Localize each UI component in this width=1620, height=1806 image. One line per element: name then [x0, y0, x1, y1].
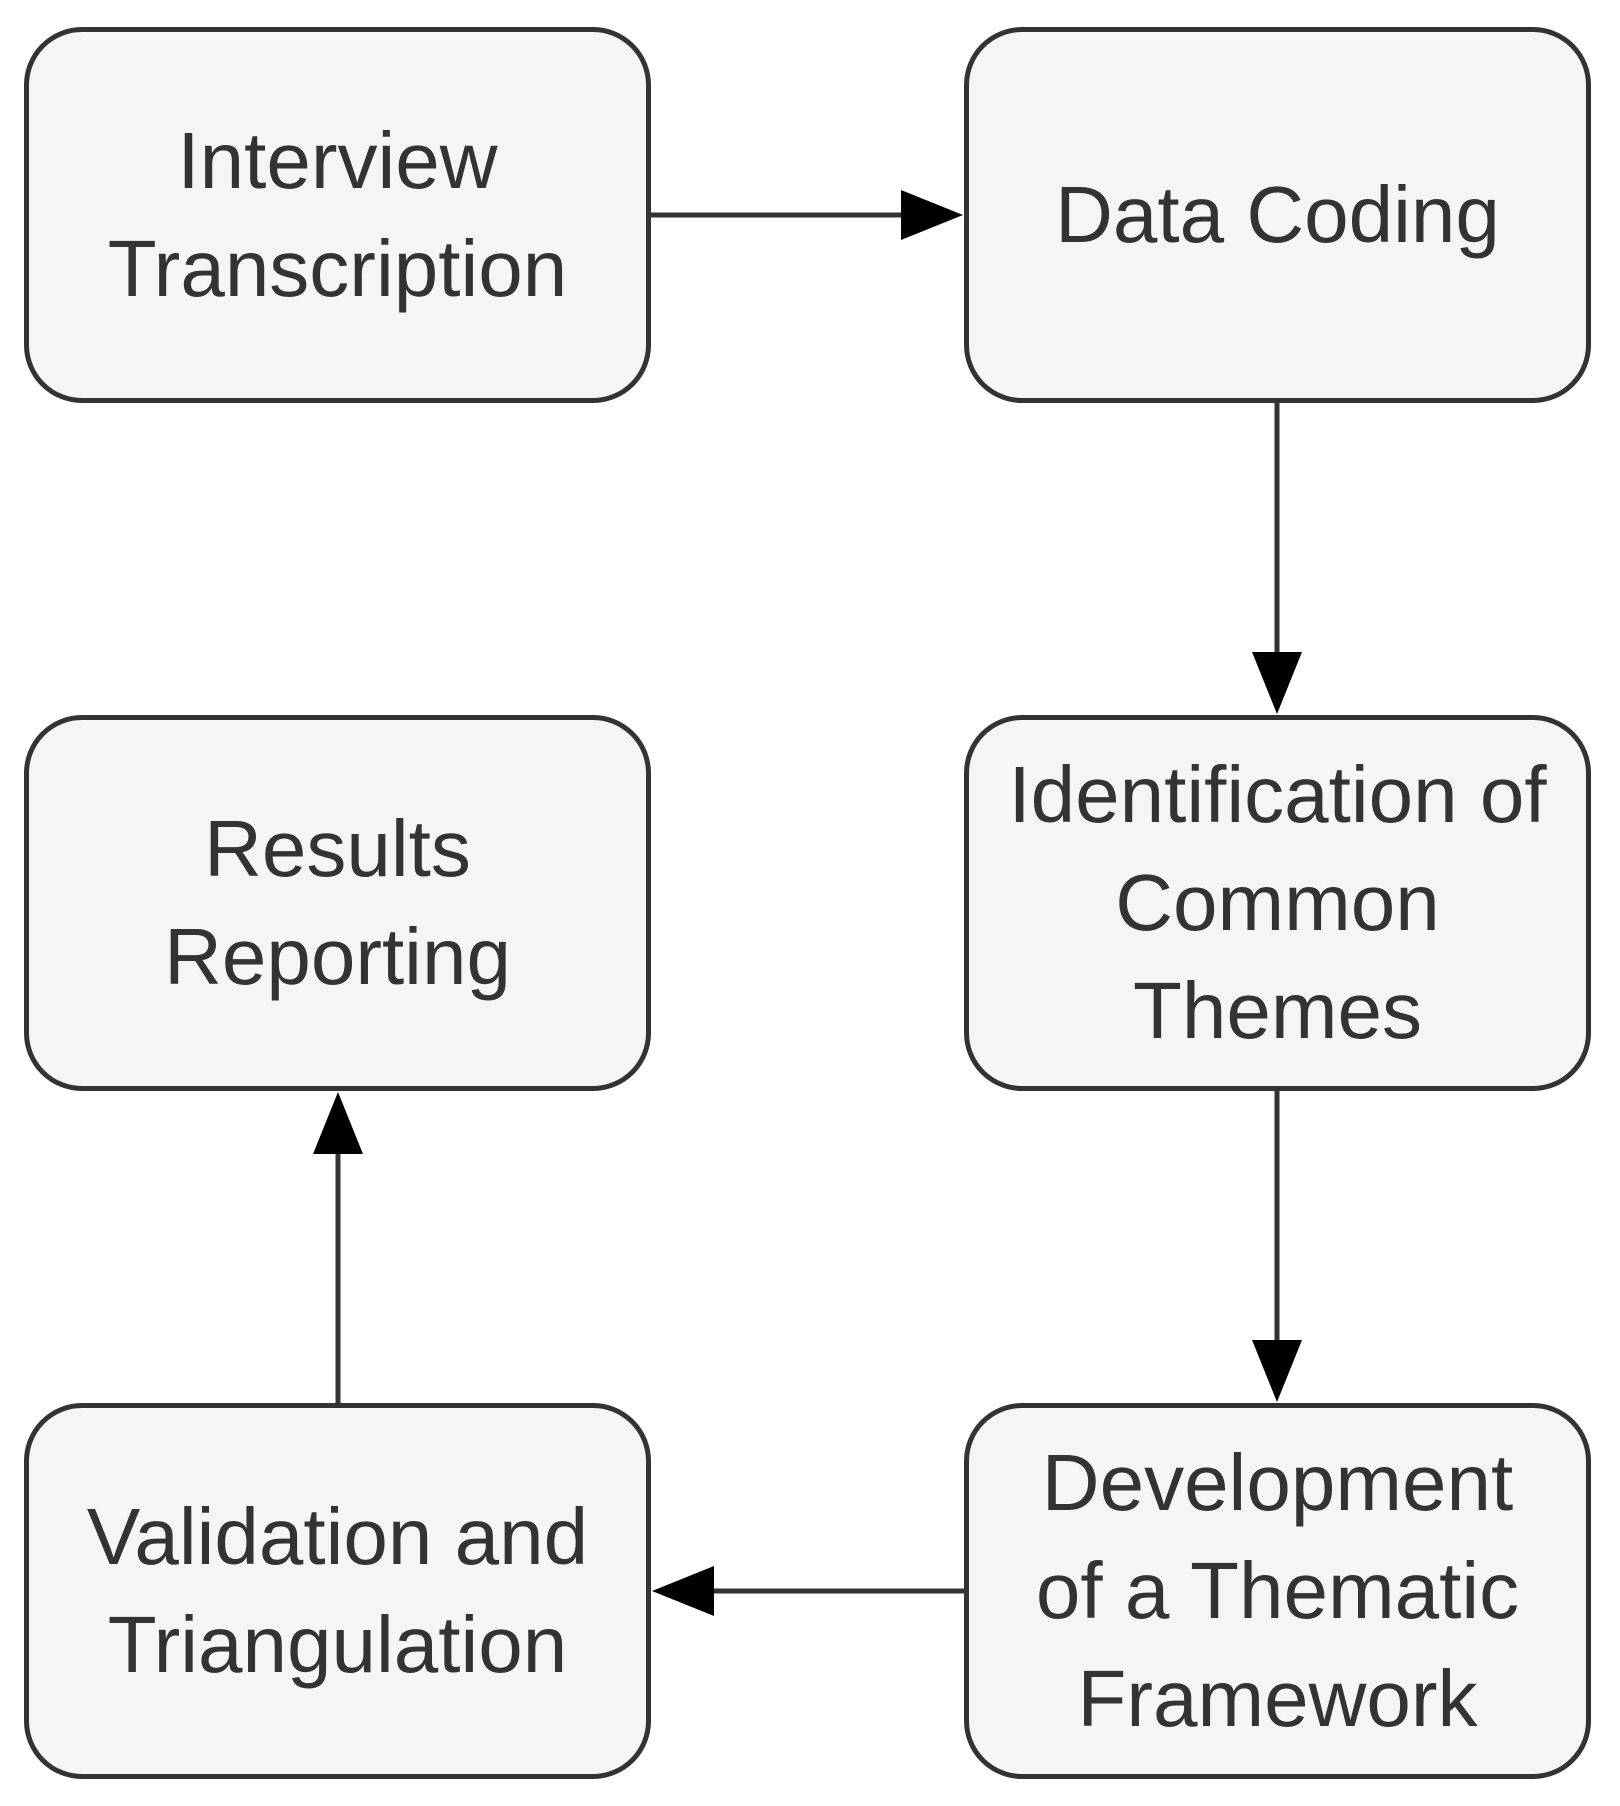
node-label: Development of a Thematic Framework [1035, 1438, 1520, 1743]
node-identification-of-common-themes: Identification of Common Themes [964, 715, 1591, 1091]
edge-framework-to-validation [652, 1566, 964, 1616]
edge-validation-to-results [313, 1092, 363, 1403]
node-validation-and-triangulation: Validation and Triangulation [24, 1403, 651, 1779]
node-data-coding: Data Coding [964, 27, 1591, 403]
node-development-of-thematic-framework: Development of a Thematic Framework [964, 1403, 1591, 1779]
node-label: Results Reporting [164, 804, 511, 1001]
node-label: Interview Transcription [107, 116, 568, 313]
node-results-reporting: Results Reporting [24, 715, 651, 1091]
node-label: Identification of Common Themes [1008, 750, 1547, 1055]
node-interview-transcription: Interview Transcription [24, 27, 651, 403]
edge-interview-to-coding [651, 190, 963, 240]
edge-themes-to-framework [1252, 1091, 1302, 1402]
edge-coding-to-themes [1252, 403, 1302, 714]
node-label: Data Coding [1055, 170, 1500, 259]
node-label: Validation and Triangulation [86, 1492, 589, 1689]
